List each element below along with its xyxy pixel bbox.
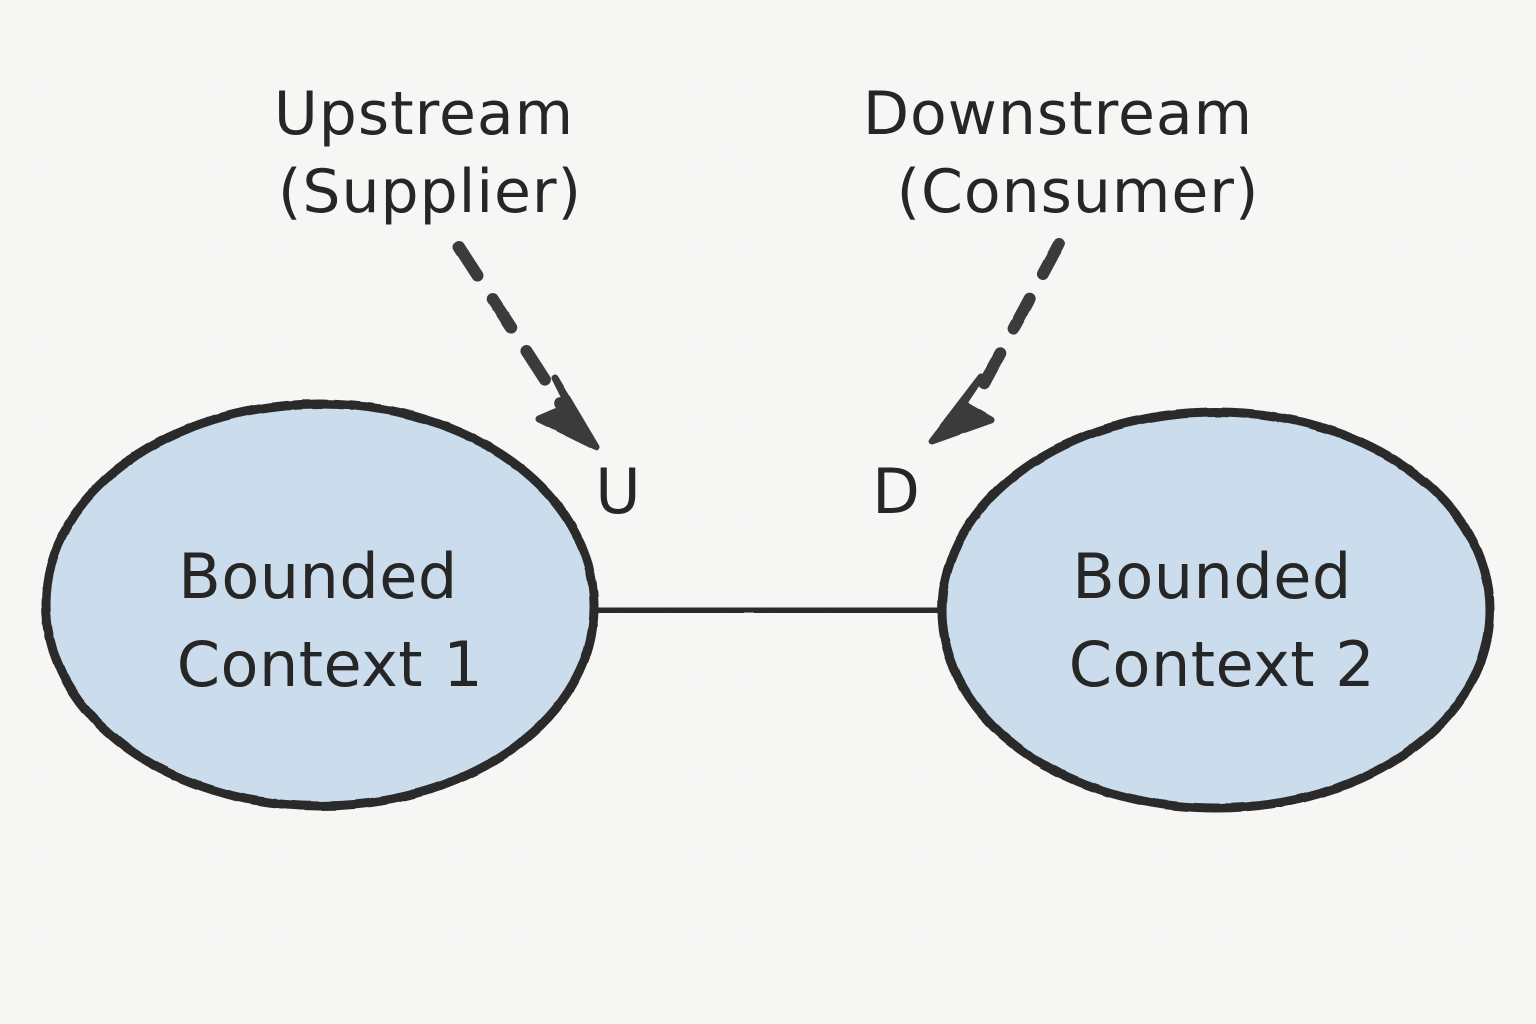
bounded-context-2-label-line2: Context 2 [1069,628,1376,701]
bounded-context-1-ellipse[interactable] [41,399,599,811]
bounded-context-1-label-line1: Bounded [178,540,457,613]
node-bounded-context-2[interactable]: Bounded Context 2 [937,407,1495,813]
downstream-dashed-arrow-icon [928,238,1065,445]
bounded-context-1-label-line2: Context 1 [177,628,484,701]
downstream-annotation: Downstream (Consumer) [863,79,1260,445]
downstream-role-marker: D [872,455,920,528]
downstream-marker-letter: D [872,455,920,528]
upstream-marker-letter: U [595,455,640,528]
bounded-context-2-ellipse[interactable] [937,407,1495,813]
node-bounded-context-1[interactable]: Bounded Context 1 [41,399,599,811]
upstream-annotation: Upstream (Supplier) [274,79,600,451]
bounded-context-2-label-line1: Bounded [1072,540,1351,613]
downstream-annotation-line2: (Consumer) [897,157,1260,227]
relationship-line[interactable] [583,604,953,617]
upstream-role-marker: U [595,455,640,528]
downstream-annotation-line1: Downstream [863,79,1253,149]
upstream-dashed-arrow-icon [453,241,600,451]
upstream-annotation-line1: Upstream [274,79,574,149]
upstream-annotation-line2: (Supplier) [278,157,582,227]
